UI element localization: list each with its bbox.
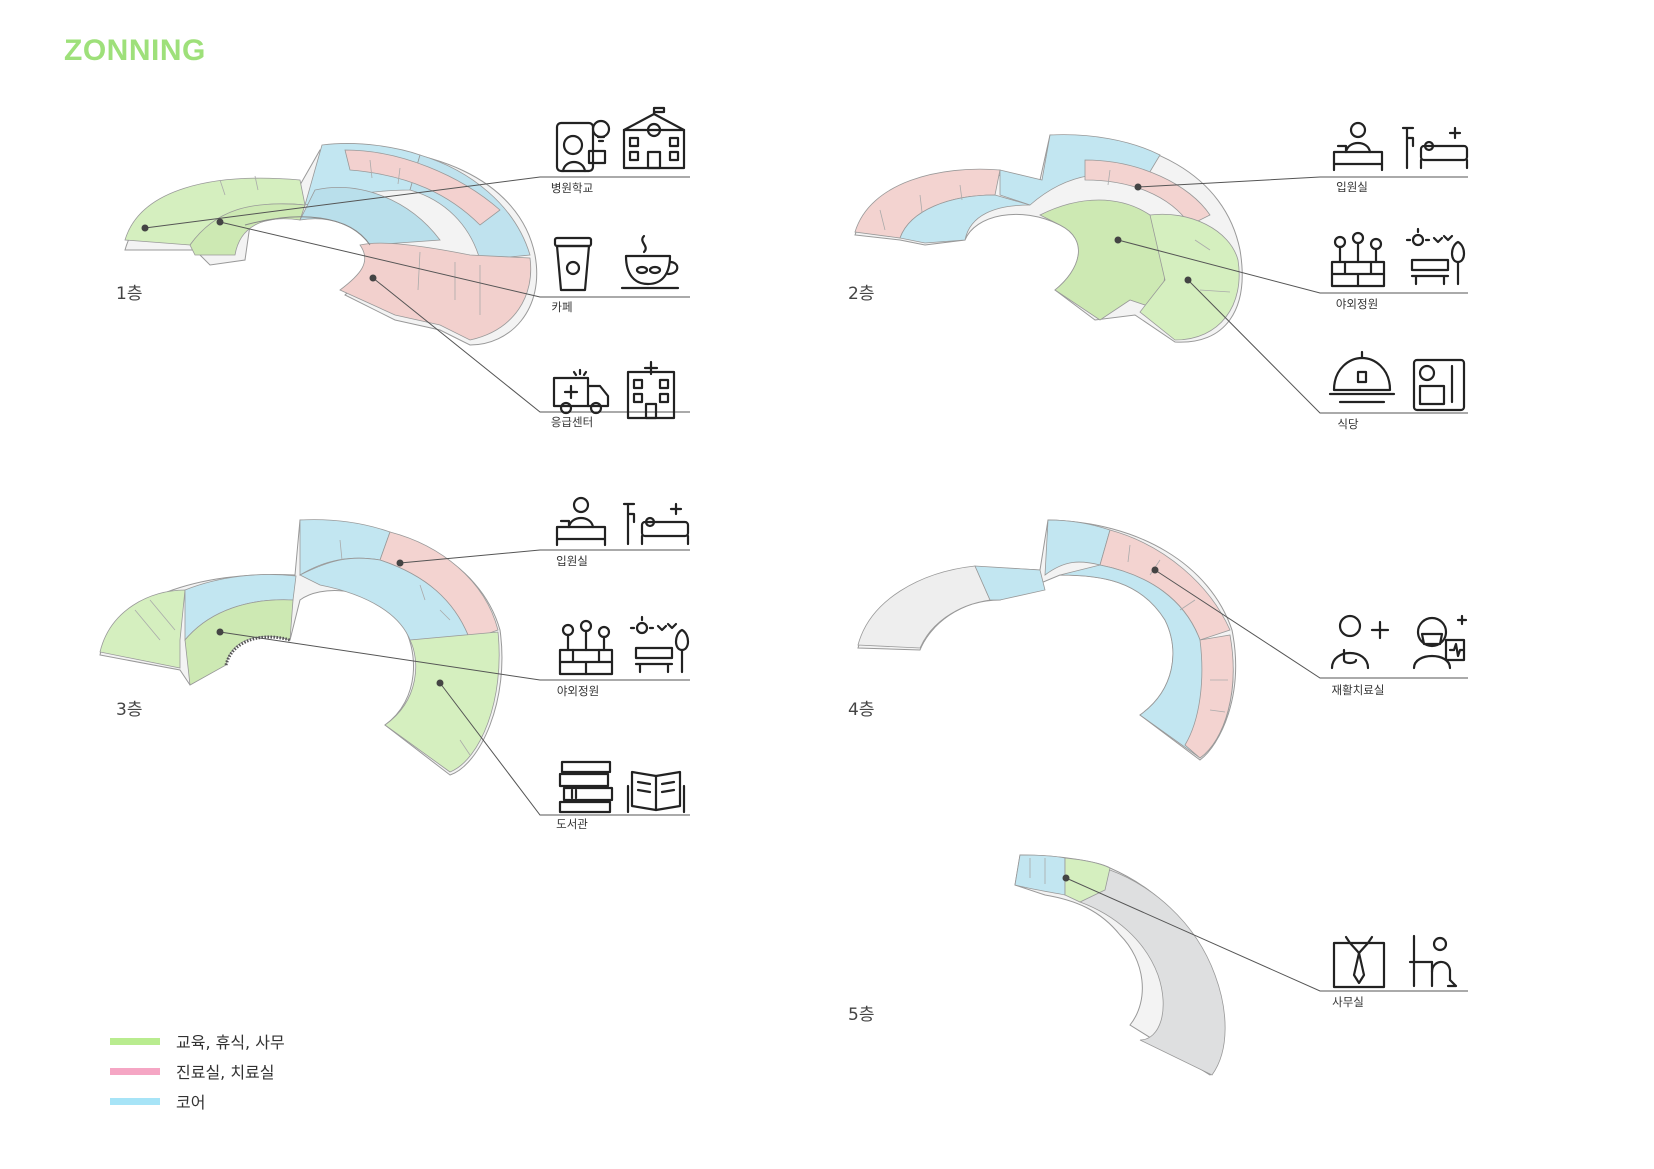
program-caption: 입원실 xyxy=(1336,180,1368,194)
program-caption: 재활치료실 xyxy=(1331,683,1385,697)
floor-2-plan xyxy=(854,134,1243,343)
teacher-idea-icon xyxy=(555,119,611,173)
floor-label-4: 4층 xyxy=(848,700,875,720)
suit-tie-icon xyxy=(1332,935,1386,989)
doctor-icon xyxy=(1330,614,1390,670)
legend-swatch xyxy=(110,1097,160,1105)
meal-tray-icon xyxy=(1412,358,1466,412)
program-caption: 야외정원 xyxy=(556,684,600,698)
coffee-mug-icon xyxy=(620,234,680,290)
food-cloche-icon xyxy=(1328,350,1396,404)
program-caption: 야외정원 xyxy=(1335,297,1379,311)
legend-swatch xyxy=(110,1037,160,1045)
coffee-cup-icon xyxy=(553,236,593,292)
program-caption: 입원실 xyxy=(556,554,588,568)
inpatient-bed-icon xyxy=(1332,121,1384,172)
hospital-bed-icon xyxy=(622,502,690,546)
floor-4-plan xyxy=(857,519,1236,761)
legend: 교육, 휴식, 사무 진료실, 치료실 코어 xyxy=(110,1026,285,1116)
hospital-icon xyxy=(626,360,676,420)
program-caption: 응급센터 xyxy=(550,415,594,429)
legend-swatch xyxy=(110,1067,160,1075)
leader-lines xyxy=(144,176,1468,992)
program-caption: 식당 xyxy=(1337,417,1359,431)
flower-garden-icon xyxy=(1330,231,1386,288)
book-stack-icon xyxy=(558,760,614,814)
patient-mask-icon xyxy=(1412,614,1468,670)
floor-label-5: 5층 xyxy=(848,1005,875,1025)
program-caption: 사무실 xyxy=(1332,995,1364,1009)
floor-5-plan xyxy=(1014,854,1226,1076)
legend-label: 코어 xyxy=(176,1093,206,1112)
park-bench-icon xyxy=(629,615,690,674)
ambulance-icon xyxy=(552,368,610,415)
page-title: ZONNING xyxy=(64,34,206,67)
legend-item-green: 교육, 휴식, 사무 xyxy=(110,1026,285,1056)
school-building-icon xyxy=(622,106,686,170)
legend-item-pink: 진료실, 치료실 xyxy=(110,1056,285,1086)
floor-1-plan xyxy=(124,143,538,346)
program-caption: 도서관 xyxy=(556,817,588,831)
legend-label: 진료실, 치료실 xyxy=(176,1063,275,1082)
floor-3-plan xyxy=(99,519,503,776)
office-desk-icon xyxy=(1408,934,1458,988)
park-bench-icon xyxy=(1405,227,1466,286)
floor-label-2: 2층 xyxy=(848,284,875,304)
legend-item-blue: 코어 xyxy=(110,1086,285,1116)
program-caption: 병원학교 xyxy=(550,181,594,195)
floor-label-3: 3층 xyxy=(116,700,143,720)
flower-garden-icon xyxy=(558,619,614,676)
inpatient-bed-icon xyxy=(555,496,607,547)
open-book-icon xyxy=(626,770,686,814)
legend-label: 교육, 휴식, 사무 xyxy=(176,1033,285,1052)
leader-dots xyxy=(141,183,1192,882)
hospital-bed-icon xyxy=(1401,126,1469,170)
floor-label-1: 1층 xyxy=(116,284,143,304)
program-caption: 카페 xyxy=(551,300,573,314)
